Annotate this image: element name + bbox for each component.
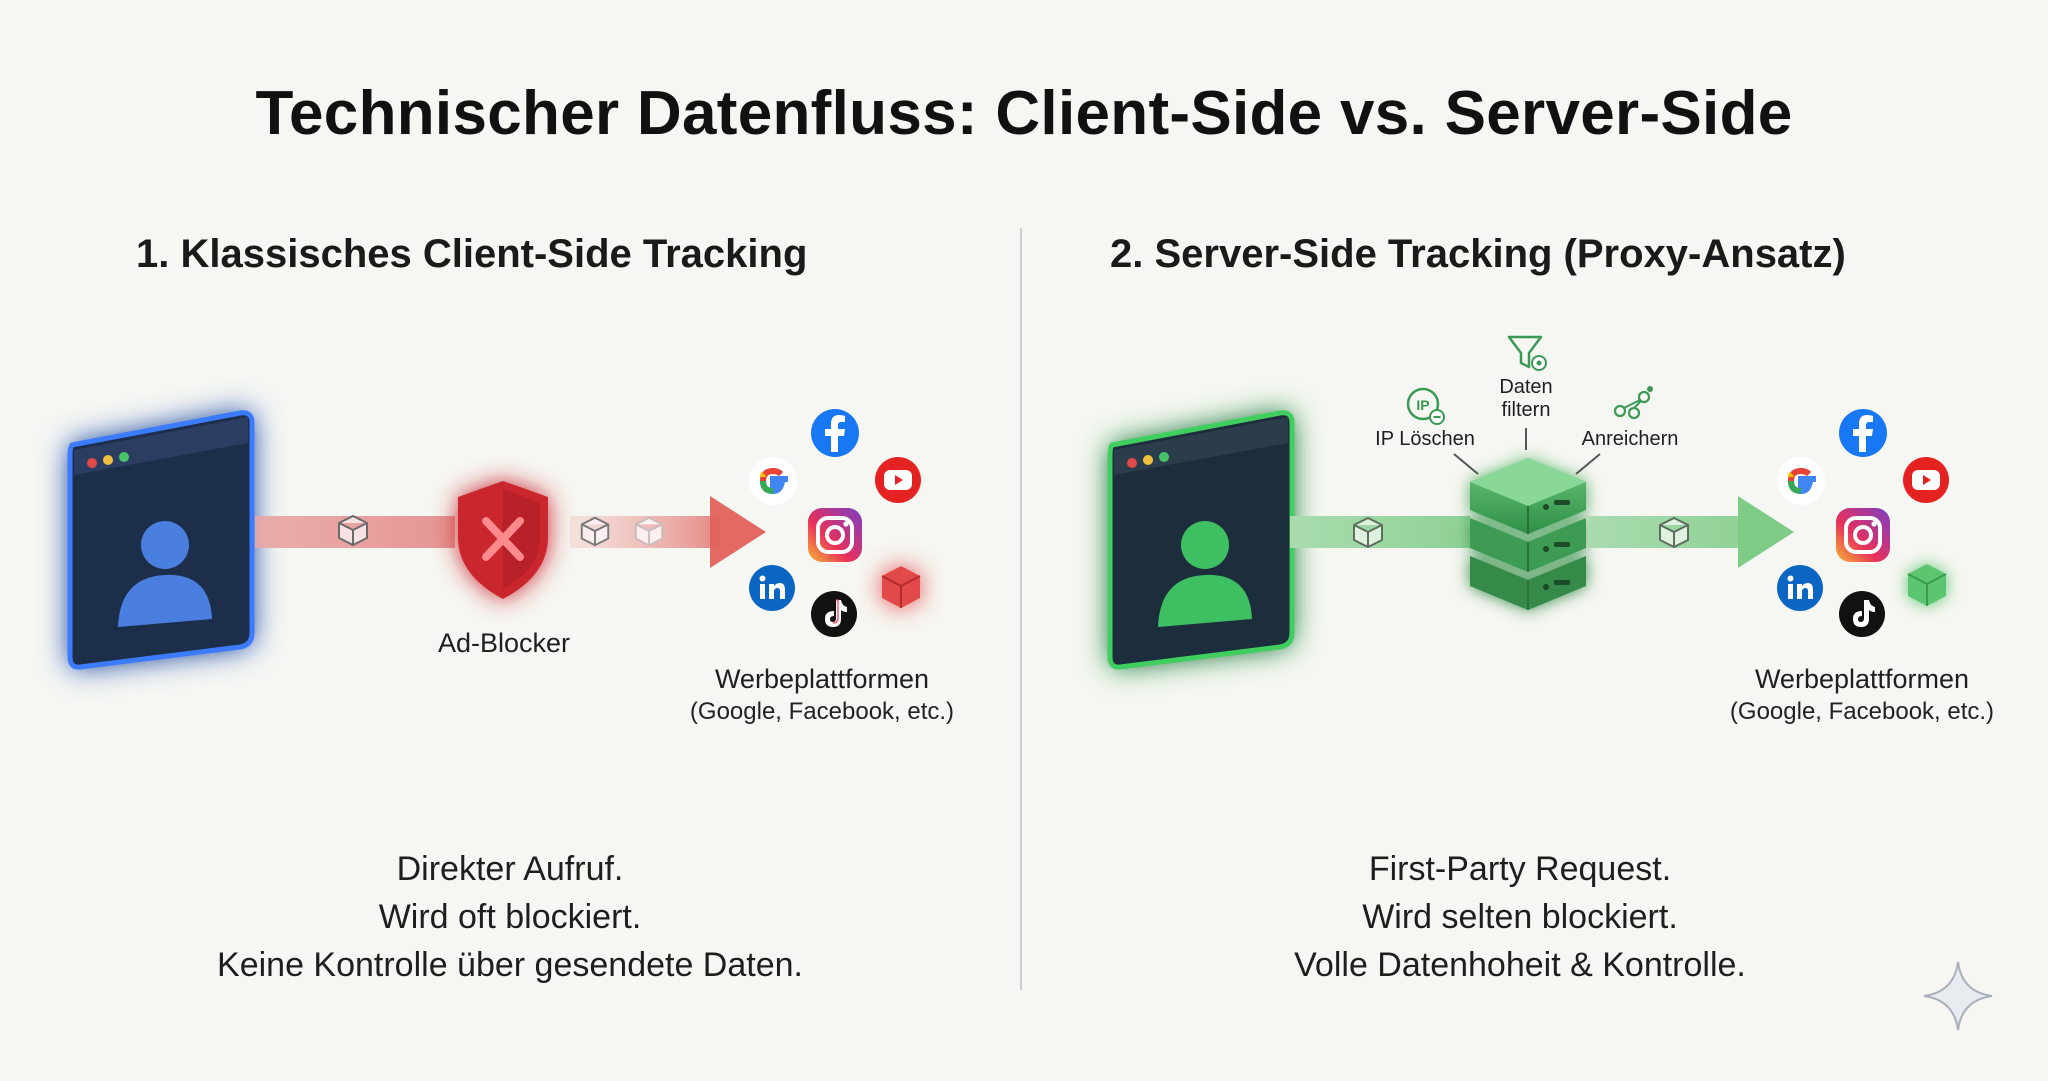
ad-blocker-label: Ad-Blocker xyxy=(437,628,571,658)
filter-funnel-icon xyxy=(1507,335,1547,371)
server-platforms-sublabel: (Google, Facebook, etc.) xyxy=(1729,698,1995,725)
svg-text:IP: IP xyxy=(1416,397,1429,413)
instagram-icon xyxy=(808,508,862,562)
ad-blocker-shield-icon xyxy=(458,481,548,599)
instagram-icon xyxy=(1836,508,1890,562)
section-divider xyxy=(1020,228,1022,990)
enrich-data-icon xyxy=(1613,386,1653,420)
connector-line xyxy=(1525,428,1527,450)
data-packet-icon xyxy=(1659,517,1689,548)
server-side-description: First-Party Request. Wird selten blockie… xyxy=(1140,845,1900,989)
client-platform-cluster xyxy=(748,409,948,650)
enrich-data-label: Anreichern xyxy=(1581,428,1679,450)
filter-data-label-line2: filtern xyxy=(1501,399,1551,421)
data-packet-icon xyxy=(1353,517,1383,548)
client-side-heading: 1. Klassisches Client-Side Tracking xyxy=(136,232,808,276)
description-line: Keine Kontrolle über gesendete Daten. xyxy=(217,946,803,984)
youtube-icon xyxy=(875,457,921,503)
data-packet-icon xyxy=(338,515,368,546)
server-platform-cluster xyxy=(1776,409,1976,650)
description-line: Wird selten blockiert. xyxy=(1362,898,1678,936)
facebook-icon xyxy=(811,409,859,457)
description-line: Wird oft blockiert. xyxy=(378,898,642,936)
connector-line xyxy=(1453,453,1479,475)
client-platforms-label: Werbeplattformen xyxy=(714,664,930,694)
delivered-packet-icon xyxy=(1907,564,1947,606)
google-icon xyxy=(749,457,797,505)
blocked-packet-icon xyxy=(881,566,921,608)
filter-data-label-line1: Daten xyxy=(1499,376,1553,398)
description-line: Volle Datenhoheit & Kontrolle. xyxy=(1294,946,1746,984)
linkedin-icon xyxy=(1777,565,1823,611)
client-side-description: Direkter Aufruf. Wird oft blockiert. Kei… xyxy=(130,845,890,989)
browser-window-icon xyxy=(1107,410,1295,670)
description-line: Direkter Aufruf. xyxy=(396,850,624,888)
forwarded-request-arrow xyxy=(1588,496,1794,568)
ip-delete-icon: IP xyxy=(1406,387,1445,425)
faded-data-packet-icon xyxy=(634,516,664,547)
browser-window-icon xyxy=(67,410,255,670)
google-icon xyxy=(1777,457,1825,505)
data-packet-icon xyxy=(580,516,610,547)
sparkle-icon xyxy=(1923,961,1993,1031)
filter-data-label: Daten filtern xyxy=(1466,376,1586,422)
server-platforms-label: Werbeplattformen xyxy=(1754,664,1970,694)
linkedin-icon xyxy=(749,565,795,611)
ip-delete-label: IP Löschen xyxy=(1375,428,1475,450)
proxy-server-icon xyxy=(1470,458,1586,610)
tiktok-icon xyxy=(1839,591,1885,637)
tiktok-icon xyxy=(811,591,857,637)
connector-line xyxy=(1575,453,1601,475)
client-platforms-sublabel: (Google, Facebook, etc.) xyxy=(689,698,955,725)
page-title: Technischer Datenfluss: Client-Side vs. … xyxy=(255,79,1793,148)
server-side-heading: 2. Server-Side Tracking (Proxy-Ansatz) xyxy=(1110,232,1846,276)
youtube-icon xyxy=(1903,457,1949,503)
description-line: First-Party Request. xyxy=(1368,850,1672,888)
facebook-icon xyxy=(1839,409,1887,457)
